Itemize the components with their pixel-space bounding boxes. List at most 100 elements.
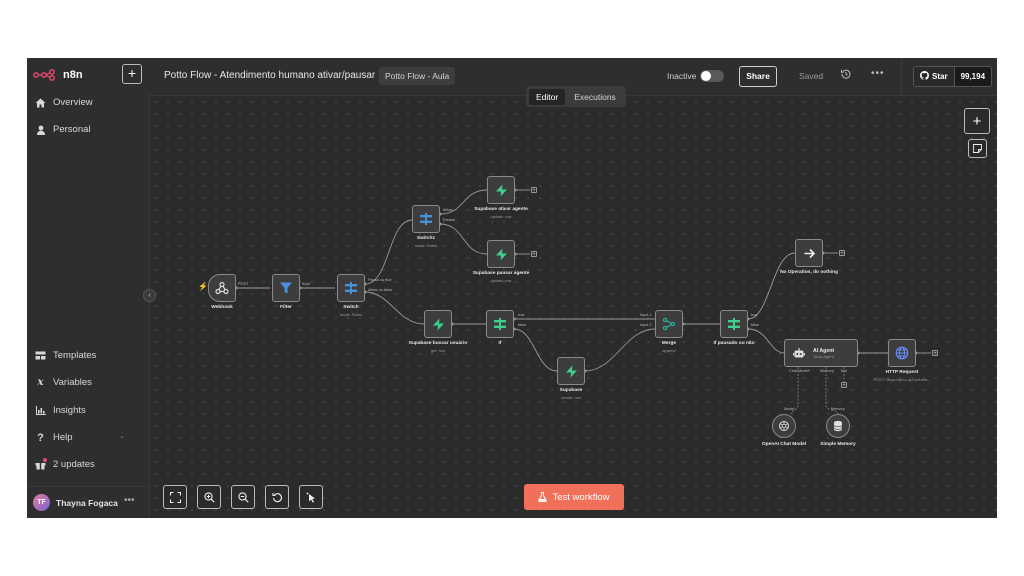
sticky-note-icon	[973, 144, 982, 153]
filter-icon	[280, 282, 292, 294]
wire-if-supabase	[513, 328, 558, 372]
user-more-button[interactable]: •••	[124, 495, 135, 506]
node-switch[interactable]	[337, 274, 365, 302]
port-label: Model	[784, 407, 795, 411]
add-tool-button[interactable]: +	[841, 382, 847, 389]
port-label: Kept	[302, 282, 310, 286]
add-sticky-note-button[interactable]	[968, 139, 987, 158]
tidy-up-button[interactable]	[299, 485, 323, 509]
database-icon	[833, 420, 843, 432]
user-icon	[35, 124, 46, 135]
test-workflow-button[interactable]: Test workflow	[524, 484, 624, 510]
node-subtitle: mode: Rules	[339, 312, 363, 317]
port-label: Input 1	[640, 313, 652, 317]
node-webhook[interactable]	[208, 274, 236, 302]
node-subtitle: get: row	[430, 348, 446, 353]
node-label: Webhook	[211, 305, 233, 310]
arrow-right-icon	[804, 248, 815, 258]
node-no-operation[interactable]	[795, 239, 823, 267]
node-ai-agent[interactable]: AI Agent Tools Agent	[784, 339, 858, 367]
undo-icon	[271, 492, 282, 502]
add-node-button[interactable]: +	[531, 251, 537, 258]
sidebar-item-help[interactable]: ? Help ⌄	[35, 431, 143, 444]
history-icon[interactable]	[841, 69, 851, 82]
tab-editor[interactable]: Editor	[529, 88, 566, 105]
header-divider	[901, 58, 902, 95]
zoom-out-button[interactable]	[231, 485, 255, 509]
sidebar: n8n + Overview Personal Templates x Vari…	[27, 58, 150, 518]
port-label: Pausar	[443, 218, 456, 222]
node-label: Supabase pausar agente	[472, 271, 530, 276]
sidebar-item-insights[interactable]: Insights	[35, 405, 86, 416]
node-merge[interactable]	[655, 310, 683, 338]
node-supabase[interactable]	[557, 357, 585, 385]
app-name: n8n	[63, 69, 83, 81]
new-workflow-button[interactable]: +	[122, 64, 142, 84]
trigger-bolt-icon: ⚡	[198, 282, 208, 291]
github-star-widget[interactable]: Star 99,194	[913, 66, 993, 87]
sidebar-item-overview[interactable]: Overview	[35, 97, 93, 108]
port-label: Tool	[840, 369, 847, 373]
share-button[interactable]: Share	[739, 66, 777, 87]
node-simple-memory[interactable]	[826, 414, 850, 438]
add-node-button[interactable]: +	[932, 350, 938, 357]
sidebar-item-templates[interactable]: Templates	[35, 350, 96, 361]
collapse-sidebar-button[interactable]: ‹	[143, 289, 156, 302]
avatar: TF	[33, 494, 50, 511]
templates-icon	[35, 350, 46, 361]
wire-supabase-merge	[584, 328, 656, 372]
github-star-label: Star	[932, 72, 948, 81]
sidebar-item-personal[interactable]: Personal	[35, 124, 91, 135]
app-logo[interactable]: n8n	[33, 66, 83, 84]
sidebar-item-label: Help	[53, 432, 73, 443]
zoom-out-icon	[237, 491, 249, 503]
node-label: Merge	[661, 341, 677, 346]
node-label: Filter	[280, 305, 292, 310]
node-openai-chat-model[interactable]	[772, 414, 796, 438]
add-node-button[interactable]: +	[839, 250, 845, 257]
node-supabase-buscar[interactable]	[424, 310, 452, 338]
help-icon: ?	[37, 431, 44, 444]
chevron-down-icon: ⌄	[119, 433, 125, 440]
fit-view-icon	[169, 491, 181, 503]
globe-icon	[895, 346, 909, 360]
sidebar-item-label: Insights	[53, 405, 86, 416]
fit-view-button[interactable]	[163, 485, 187, 509]
more-options-button[interactable]: •••	[871, 68, 885, 79]
workflow-tag[interactable]: Potto Flow - Aula	[379, 67, 456, 85]
node-filter[interactable]	[272, 274, 300, 302]
user-menu[interactable]: TF Thayna Fogaca •••	[27, 486, 149, 518]
if-icon	[494, 318, 506, 330]
user-name: Thayna Fogaca	[56, 498, 118, 508]
node-if-pausado[interactable]	[720, 310, 748, 338]
wire-openai-agent	[790, 367, 799, 415]
node-if[interactable]	[486, 310, 514, 338]
node-subtitle: update: row	[490, 278, 512, 283]
add-node-panel-button[interactable]: +	[964, 108, 990, 134]
sidebar-item-updates[interactable]: 2 updates	[35, 458, 95, 470]
workflow-title[interactable]: Potto Flow - Atendimento humano ativar/p…	[164, 70, 376, 81]
port-label: true	[751, 313, 758, 317]
sidebar-item-label: Overview	[53, 97, 93, 108]
node-http-request[interactable]	[888, 339, 916, 367]
tab-executions[interactable]: Executions	[574, 91, 616, 102]
port-label: Input 2	[640, 323, 652, 327]
n8n-app: n8n + Overview Personal Templates x Vari…	[27, 58, 997, 518]
active-toggle[interactable]	[700, 70, 724, 82]
port-label: false	[751, 323, 760, 327]
reset-zoom-button[interactable]	[265, 485, 289, 509]
wire-switch-sbbuscar	[364, 291, 425, 325]
workflow-canvas[interactable]: ⚡ POST Webhook Kept Filter Pausa ou true…	[150, 96, 997, 518]
node-supabase-ativar[interactable]	[487, 176, 515, 204]
variables-icon: x	[37, 377, 44, 388]
add-node-button[interactable]: +	[531, 187, 537, 194]
port-label: true	[518, 313, 525, 317]
node-subtitle: create: row	[561, 395, 581, 400]
zoom-in-button[interactable]	[197, 485, 221, 509]
node-switch1[interactable]	[412, 205, 440, 233]
node-supabase-pausar[interactable]	[487, 240, 515, 268]
insights-icon	[35, 405, 46, 416]
node-label: Switch1	[416, 236, 436, 241]
wire-switch1-sbpausar	[439, 223, 488, 255]
sidebar-item-variables[interactable]: x Variables	[35, 377, 92, 388]
